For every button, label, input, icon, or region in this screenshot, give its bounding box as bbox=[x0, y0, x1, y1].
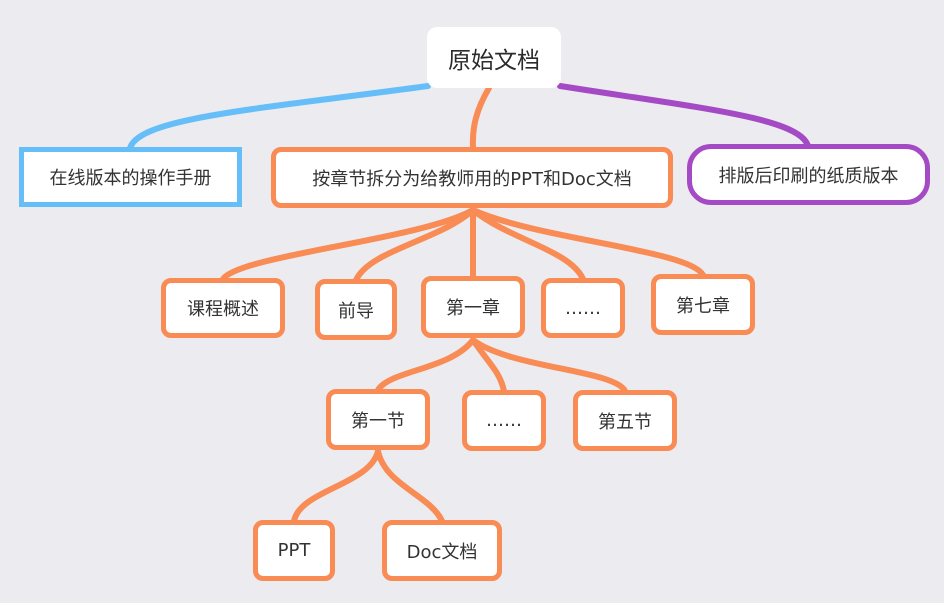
edge-root-split bbox=[469, 85, 492, 151]
edge-split-chapter7 bbox=[470, 207, 706, 278]
course-overview-node: 课程概述 bbox=[161, 278, 285, 338]
edge-root-print bbox=[557, 83, 811, 149]
online-manual-node: 在线版本的操作手册 bbox=[19, 147, 242, 207]
section5-node: 第五节 bbox=[573, 390, 677, 451]
edge-split-course bbox=[220, 207, 476, 282]
edge-section1-doc bbox=[375, 448, 445, 524]
doc-node: Doc文档 bbox=[382, 520, 502, 581]
section1-node: 第一节 bbox=[326, 389, 430, 450]
ellipsis-chapters-node: …… bbox=[541, 278, 625, 338]
root-node: 原始文档 bbox=[427, 27, 561, 88]
intro-node: 前导 bbox=[315, 279, 397, 340]
edge-chapter1-section5 bbox=[470, 337, 628, 394]
edge-section1-ppt bbox=[291, 448, 381, 524]
chapter1-node: 第一章 bbox=[421, 276, 525, 338]
ppt-node: PPT bbox=[253, 520, 335, 581]
split-documents-node: 按章节拆分为给教师用的PPT和Doc文档 bbox=[271, 147, 673, 208]
print-version-node: 排版后印刷的纸质版本 bbox=[687, 144, 930, 205]
chapter7-node: 第七章 bbox=[651, 274, 755, 335]
edge-split-ellipsis bbox=[470, 207, 586, 282]
edge-root-online bbox=[127, 83, 431, 151]
edge-split-intro bbox=[353, 207, 476, 283]
edge-chapter1-section1 bbox=[375, 337, 476, 393]
ellipsis-sections-node: …… bbox=[462, 390, 546, 451]
